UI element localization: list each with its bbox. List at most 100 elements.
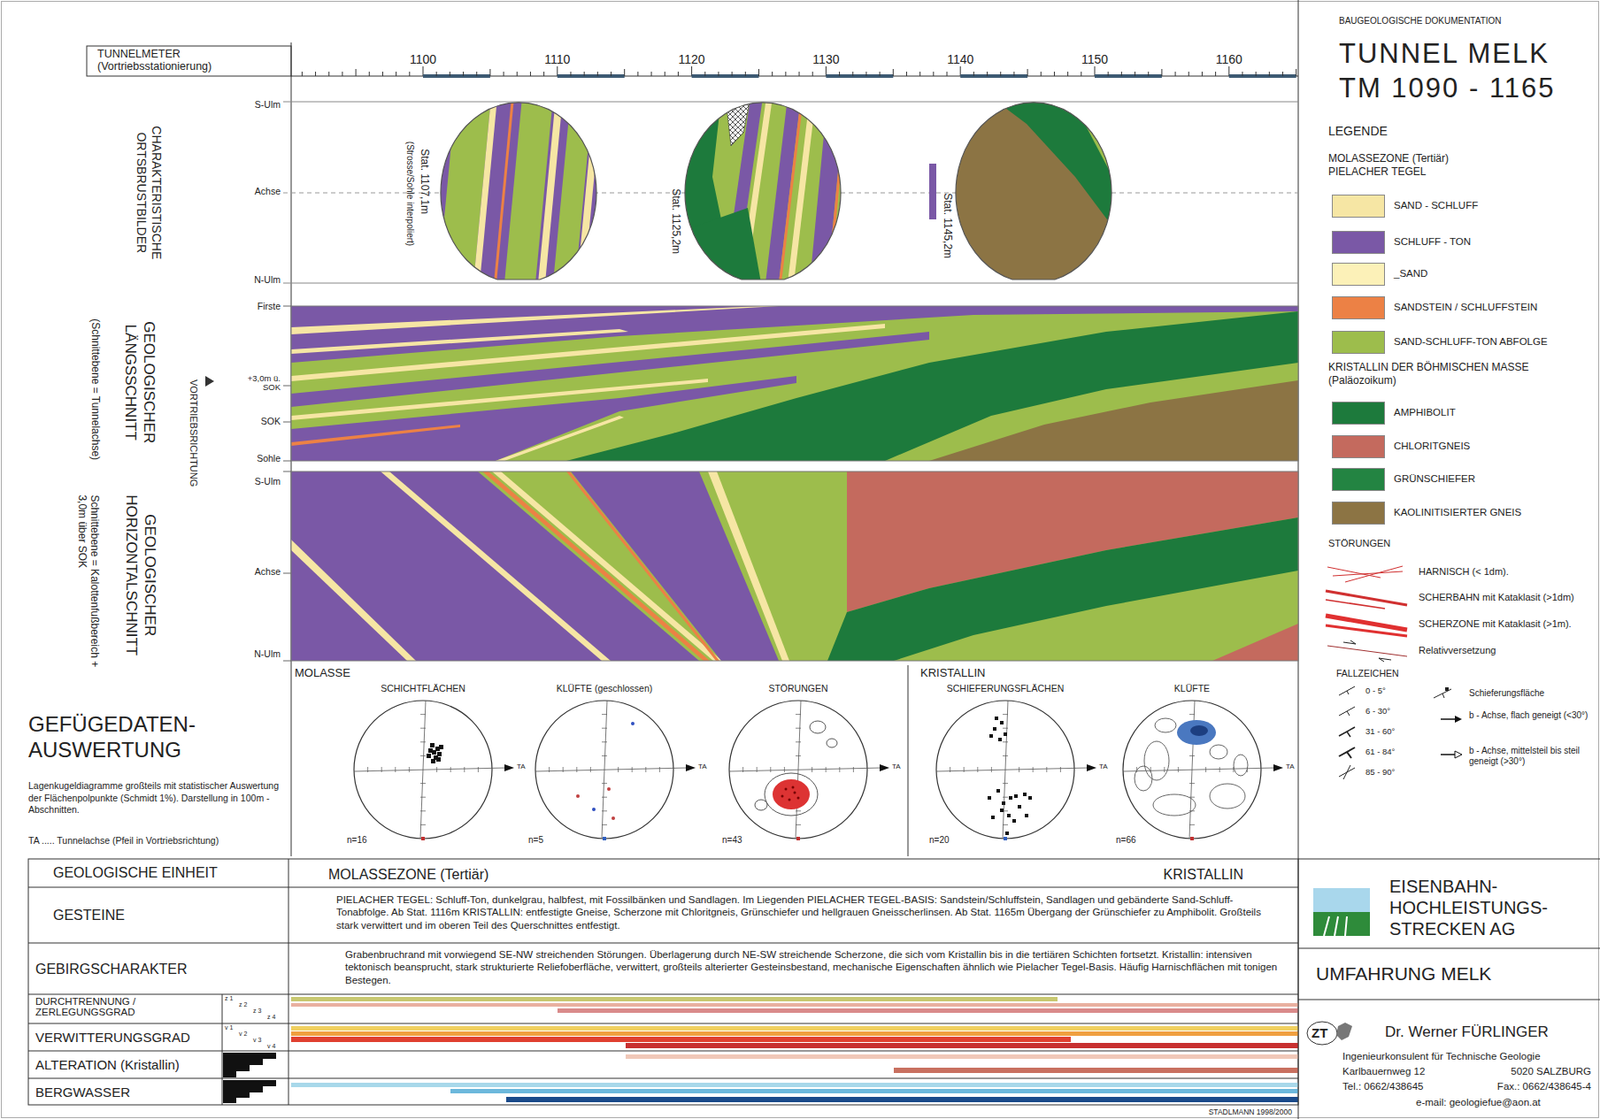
tick — [394, 767, 396, 773]
tick — [601, 783, 608, 785]
ruler-tick — [906, 71, 908, 77]
longitudinal-section — [291, 306, 1299, 462]
contour — [826, 738, 838, 748]
frame — [283, 422, 292, 424]
tick — [601, 824, 608, 826]
tick — [590, 767, 592, 773]
legend-swatch — [1331, 296, 1385, 320]
contour — [1154, 718, 1177, 733]
legend-symbols — [1327, 646, 1408, 657]
table-bars — [291, 997, 1058, 1002]
ruler-tick — [341, 71, 343, 77]
tick — [436, 767, 438, 773]
label: MOLASSEZONE (Tertiär) — [328, 866, 489, 884]
label: ALTERATION (Kristallin) — [35, 1057, 180, 1074]
ruler-tick — [1040, 71, 1042, 77]
table-grid — [288, 859, 290, 1106]
scale-blocks — [223, 1059, 263, 1066]
label: 1140 — [946, 52, 974, 68]
label: GEOLOGISCHER LÄNGSSCHNITT — [121, 298, 160, 467]
ruler-tick — [462, 71, 464, 77]
ruler-tick — [328, 71, 330, 77]
tick — [795, 741, 801, 743]
table-bars — [291, 1026, 1299, 1031]
ruler-tick — [489, 69, 491, 77]
frame — [283, 471, 292, 473]
table-bars — [557, 1008, 1299, 1014]
contour — [1190, 725, 1208, 737]
tick — [1189, 714, 1195, 716]
table-bars — [625, 1054, 1299, 1060]
ruler-tick — [516, 71, 518, 77]
tick — [1219, 767, 1221, 773]
stereonet-axis — [353, 768, 507, 772]
tick — [562, 767, 564, 773]
legend-label: KAOLINITISIERTER GNEIS — [1393, 507, 1522, 520]
legend-swatch — [1331, 230, 1385, 254]
legend-label: SCHERBAHN mit Kataklasit (>1dm) — [1418, 592, 1575, 604]
tick — [769, 767, 771, 773]
station-bar — [929, 163, 937, 220]
label: DURCHTRENNUNG / ZERLEGUNGSGRAD — [35, 997, 186, 1018]
pole-point — [1028, 796, 1032, 800]
label: n=20 — [929, 835, 950, 847]
pole-point — [991, 815, 995, 820]
ruler-tick — [1147, 71, 1149, 77]
table-grid — [28, 1023, 1299, 1025]
stereonet-axis — [936, 768, 1089, 772]
ruler-tick — [543, 71, 545, 77]
tick — [408, 767, 410, 773]
face-2 — [827, 97, 848, 284]
horizontal-section — [291, 471, 1299, 662]
legend-symbols — [1445, 687, 1449, 692]
pole-point — [992, 727, 997, 731]
tick — [601, 755, 608, 757]
face-3 — [1094, 255, 1098, 259]
tick — [420, 741, 426, 743]
label: z 1 — [224, 995, 233, 1003]
face-1 — [576, 97, 602, 284]
label: Sohle — [256, 453, 281, 465]
label: N-Ulm — [253, 648, 281, 661]
horizontal-section — [291, 539, 416, 662]
label: n=43 — [722, 835, 743, 847]
legend-label: b - Achse, flach geneigt (<30°) — [1469, 710, 1593, 722]
table-grid — [222, 994, 224, 1106]
label: GESTEINE — [53, 907, 125, 924]
tick — [420, 824, 426, 826]
arrow-head — [879, 764, 890, 772]
contour — [1134, 766, 1153, 792]
legend-label: 6 - 30° — [1365, 706, 1391, 716]
legend-label: _SAND — [1393, 268, 1428, 281]
tick — [991, 767, 993, 773]
face-1 — [433, 97, 611, 285]
ruler-tick — [315, 71, 316, 77]
ruler-tick — [597, 71, 599, 77]
longitudinal-section — [291, 424, 461, 447]
frame — [283, 306, 292, 308]
label: S-Ulm — [254, 476, 281, 488]
ruler-tick — [731, 71, 733, 77]
pole-point — [1012, 819, 1016, 824]
label: v 3 — [253, 1037, 262, 1045]
direction-marker — [205, 376, 215, 387]
contour — [809, 721, 826, 734]
legend-label: GRÜNSCHIEFER — [1393, 473, 1476, 486]
table-bars — [291, 997, 1299, 1103]
tick — [1189, 783, 1195, 785]
face-2 — [681, 97, 850, 285]
contour — [764, 773, 818, 816]
label: +3,0m ü. SOK — [238, 374, 281, 393]
pole-point — [592, 807, 596, 812]
tick — [1002, 728, 1008, 730]
label: 1110 — [544, 52, 570, 68]
table-grid — [28, 1051, 1299, 1053]
label: Karlbauernweg 12 — [1342, 1066, 1425, 1079]
horizontal-section — [827, 517, 1299, 662]
legend-symbols — [1378, 658, 1392, 662]
ruler-tick — [879, 71, 881, 77]
tick — [838, 767, 840, 773]
label: SCHIEFERUNGSFLÄCHEN — [946, 683, 1064, 695]
label: 1100 — [409, 52, 437, 68]
label: TA — [516, 762, 526, 772]
